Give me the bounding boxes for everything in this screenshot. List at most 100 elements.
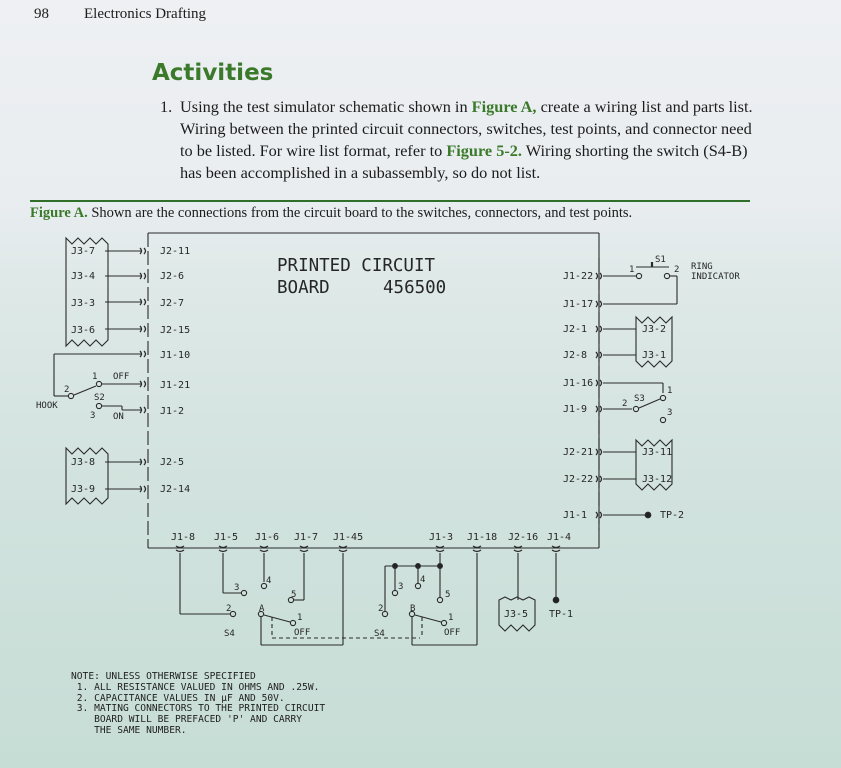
connector-label: J1-8 — [171, 532, 195, 543]
pin-label: 1 — [297, 613, 302, 623]
pin-label: 3 — [234, 583, 239, 593]
connector-label: J1-5 — [214, 532, 238, 543]
figure-a-reference-link[interactable]: Figure A, — [471, 97, 537, 116]
switch-label: S1 — [655, 255, 666, 265]
switch-state-label: ON — [113, 412, 124, 422]
connector-label: J2-8 — [563, 350, 587, 361]
pin-label: 4 — [420, 575, 425, 585]
pin-label: J3-1 — [642, 350, 666, 361]
pin-label: 1 — [667, 386, 672, 396]
pin-label: J3-7 — [71, 246, 95, 257]
connector-label: J2-11 — [160, 246, 190, 257]
board-title-line1: PRINTED CIRCUIT — [277, 256, 436, 276]
pin-label: 3 — [398, 582, 403, 592]
connector-label: J1-45 — [333, 532, 363, 543]
switch-function-label: INDICATOR — [691, 272, 740, 282]
switch-label: S2 — [94, 393, 105, 403]
switch-state-label: OFF — [444, 628, 460, 638]
switch-label: S3 — [634, 394, 645, 404]
bottom-connector-symbols — [175, 545, 561, 553]
figure-caption-text: Shown are the connections from the circu… — [91, 205, 633, 221]
board-outline — [147, 232, 600, 549]
connector-label: J2-1 — [563, 324, 587, 335]
text-segment: create a wiring list and parts list. Wir… — [180, 97, 753, 160]
pin-label: 2 — [226, 604, 231, 614]
notes-block: NOTE: UNLESS OTHERWISE SPECIFIED 1. ALL … — [71, 671, 326, 737]
right-wires — [603, 275, 678, 516]
connector-label: J1-18 — [467, 532, 497, 543]
pin-label: 3 — [667, 408, 672, 418]
page-number: 98 — [34, 6, 49, 22]
connector-j3-left-top — [65, 236, 109, 348]
pin-label: J3-12 — [642, 474, 672, 485]
pin-label: J3-6 — [71, 325, 95, 336]
connector-label: J1-21 — [160, 380, 190, 391]
switch-label: S4 — [374, 629, 385, 639]
pole-label: B — [410, 604, 415, 614]
connector-label: J2-21 — [563, 447, 593, 458]
test-point-label: TP-2 — [660, 510, 684, 521]
pin-label: 1 — [92, 372, 97, 382]
figure-caption: Figure A. Shown are the connections from… — [30, 205, 632, 222]
test-point-tp1-dot — [552, 596, 560, 604]
connector-label: J1-3 — [429, 532, 453, 543]
section-divider — [30, 200, 750, 202]
switch-function-label: RING — [691, 262, 713, 272]
note-item: 1. ALL RESISTANCE VALUED IN OHMS AND .25… — [71, 681, 320, 693]
switch-label: S4 — [224, 629, 235, 639]
connector-label: J2-15 — [160, 325, 190, 336]
connector-label: J1-22 — [563, 271, 593, 282]
pin-label: 1 — [448, 613, 453, 623]
connector-j3-right-bottom — [635, 438, 673, 491]
connector-label: J2-22 — [563, 474, 593, 485]
figure-label: Figure A. — [30, 205, 88, 221]
note-item: 2. CAPACITANCE VALUES IN µF AND 50V. — [71, 692, 285, 704]
connector-label: J1-10 — [160, 350, 190, 361]
pin-label: J3-8 — [71, 457, 95, 468]
note-item: THE SAME NUMBER. — [71, 724, 187, 736]
pin-label: 1 — [629, 265, 634, 275]
pin-label: 2 — [64, 385, 69, 395]
figure-5-2-reference-link[interactable]: Figure 5-2. — [446, 141, 522, 160]
pin-label: J3-4 — [71, 271, 95, 282]
note-item: BOARD WILL BE PREFACED 'P' AND CARRY — [71, 714, 303, 726]
pin-label: 5 — [445, 590, 450, 600]
pole-label: A — [259, 604, 265, 614]
activity-text: Using the test simulator schematic shown… — [180, 96, 760, 184]
right-connector-symbols — [595, 272, 603, 519]
connector-j3-right-top — [635, 315, 673, 368]
connector-label: J1-6 — [255, 532, 279, 543]
board-number: 456500 — [383, 278, 446, 298]
switch-function-label: HOOK — [36, 401, 58, 411]
connector-label: J2-14 — [160, 484, 190, 495]
pin-label: J3-3 — [71, 298, 95, 309]
text-segment: Using the test simulator schematic shown… — [180, 97, 472, 116]
left-connector-symbols — [139, 247, 147, 493]
connector-label: J1-16 — [563, 378, 593, 389]
connector-label: J1-7 — [294, 532, 318, 543]
board-title-line2: BOARD — [277, 278, 330, 298]
notes-title: NOTE: UNLESS OTHERWISE SPECIFIED — [71, 671, 256, 682]
pin-label: J3-2 — [642, 324, 666, 335]
connector-label: J1-4 — [547, 532, 571, 543]
switch-s1 — [635, 262, 671, 280]
connector-label: J1-9 — [563, 404, 587, 415]
switch-state-label: OFF — [113, 372, 129, 382]
pin-label: J3-11 — [642, 447, 672, 458]
activity-item: 1. Using the test simulator schematic sh… — [160, 96, 760, 184]
test-point-tp2-dot — [644, 511, 652, 519]
pin-label: 5 — [291, 590, 296, 600]
switch-state-label: OFF — [294, 628, 310, 638]
left-wires — [53, 250, 142, 490]
pin-label: 2 — [674, 265, 679, 275]
pin-label: 2 — [622, 399, 627, 409]
pin-label: 4 — [266, 576, 271, 586]
connector-label: J2-7 — [160, 298, 184, 309]
pin-label: J3-9 — [71, 484, 95, 495]
note-item: 3. MATING CONNECTORS TO THE PRINTED CIRC… — [71, 703, 326, 715]
switch-s4b — [381, 553, 478, 646]
pin-label: 3 — [90, 411, 95, 421]
switch-s3 — [632, 394, 667, 424]
pin-label: J3-5 — [504, 609, 528, 620]
